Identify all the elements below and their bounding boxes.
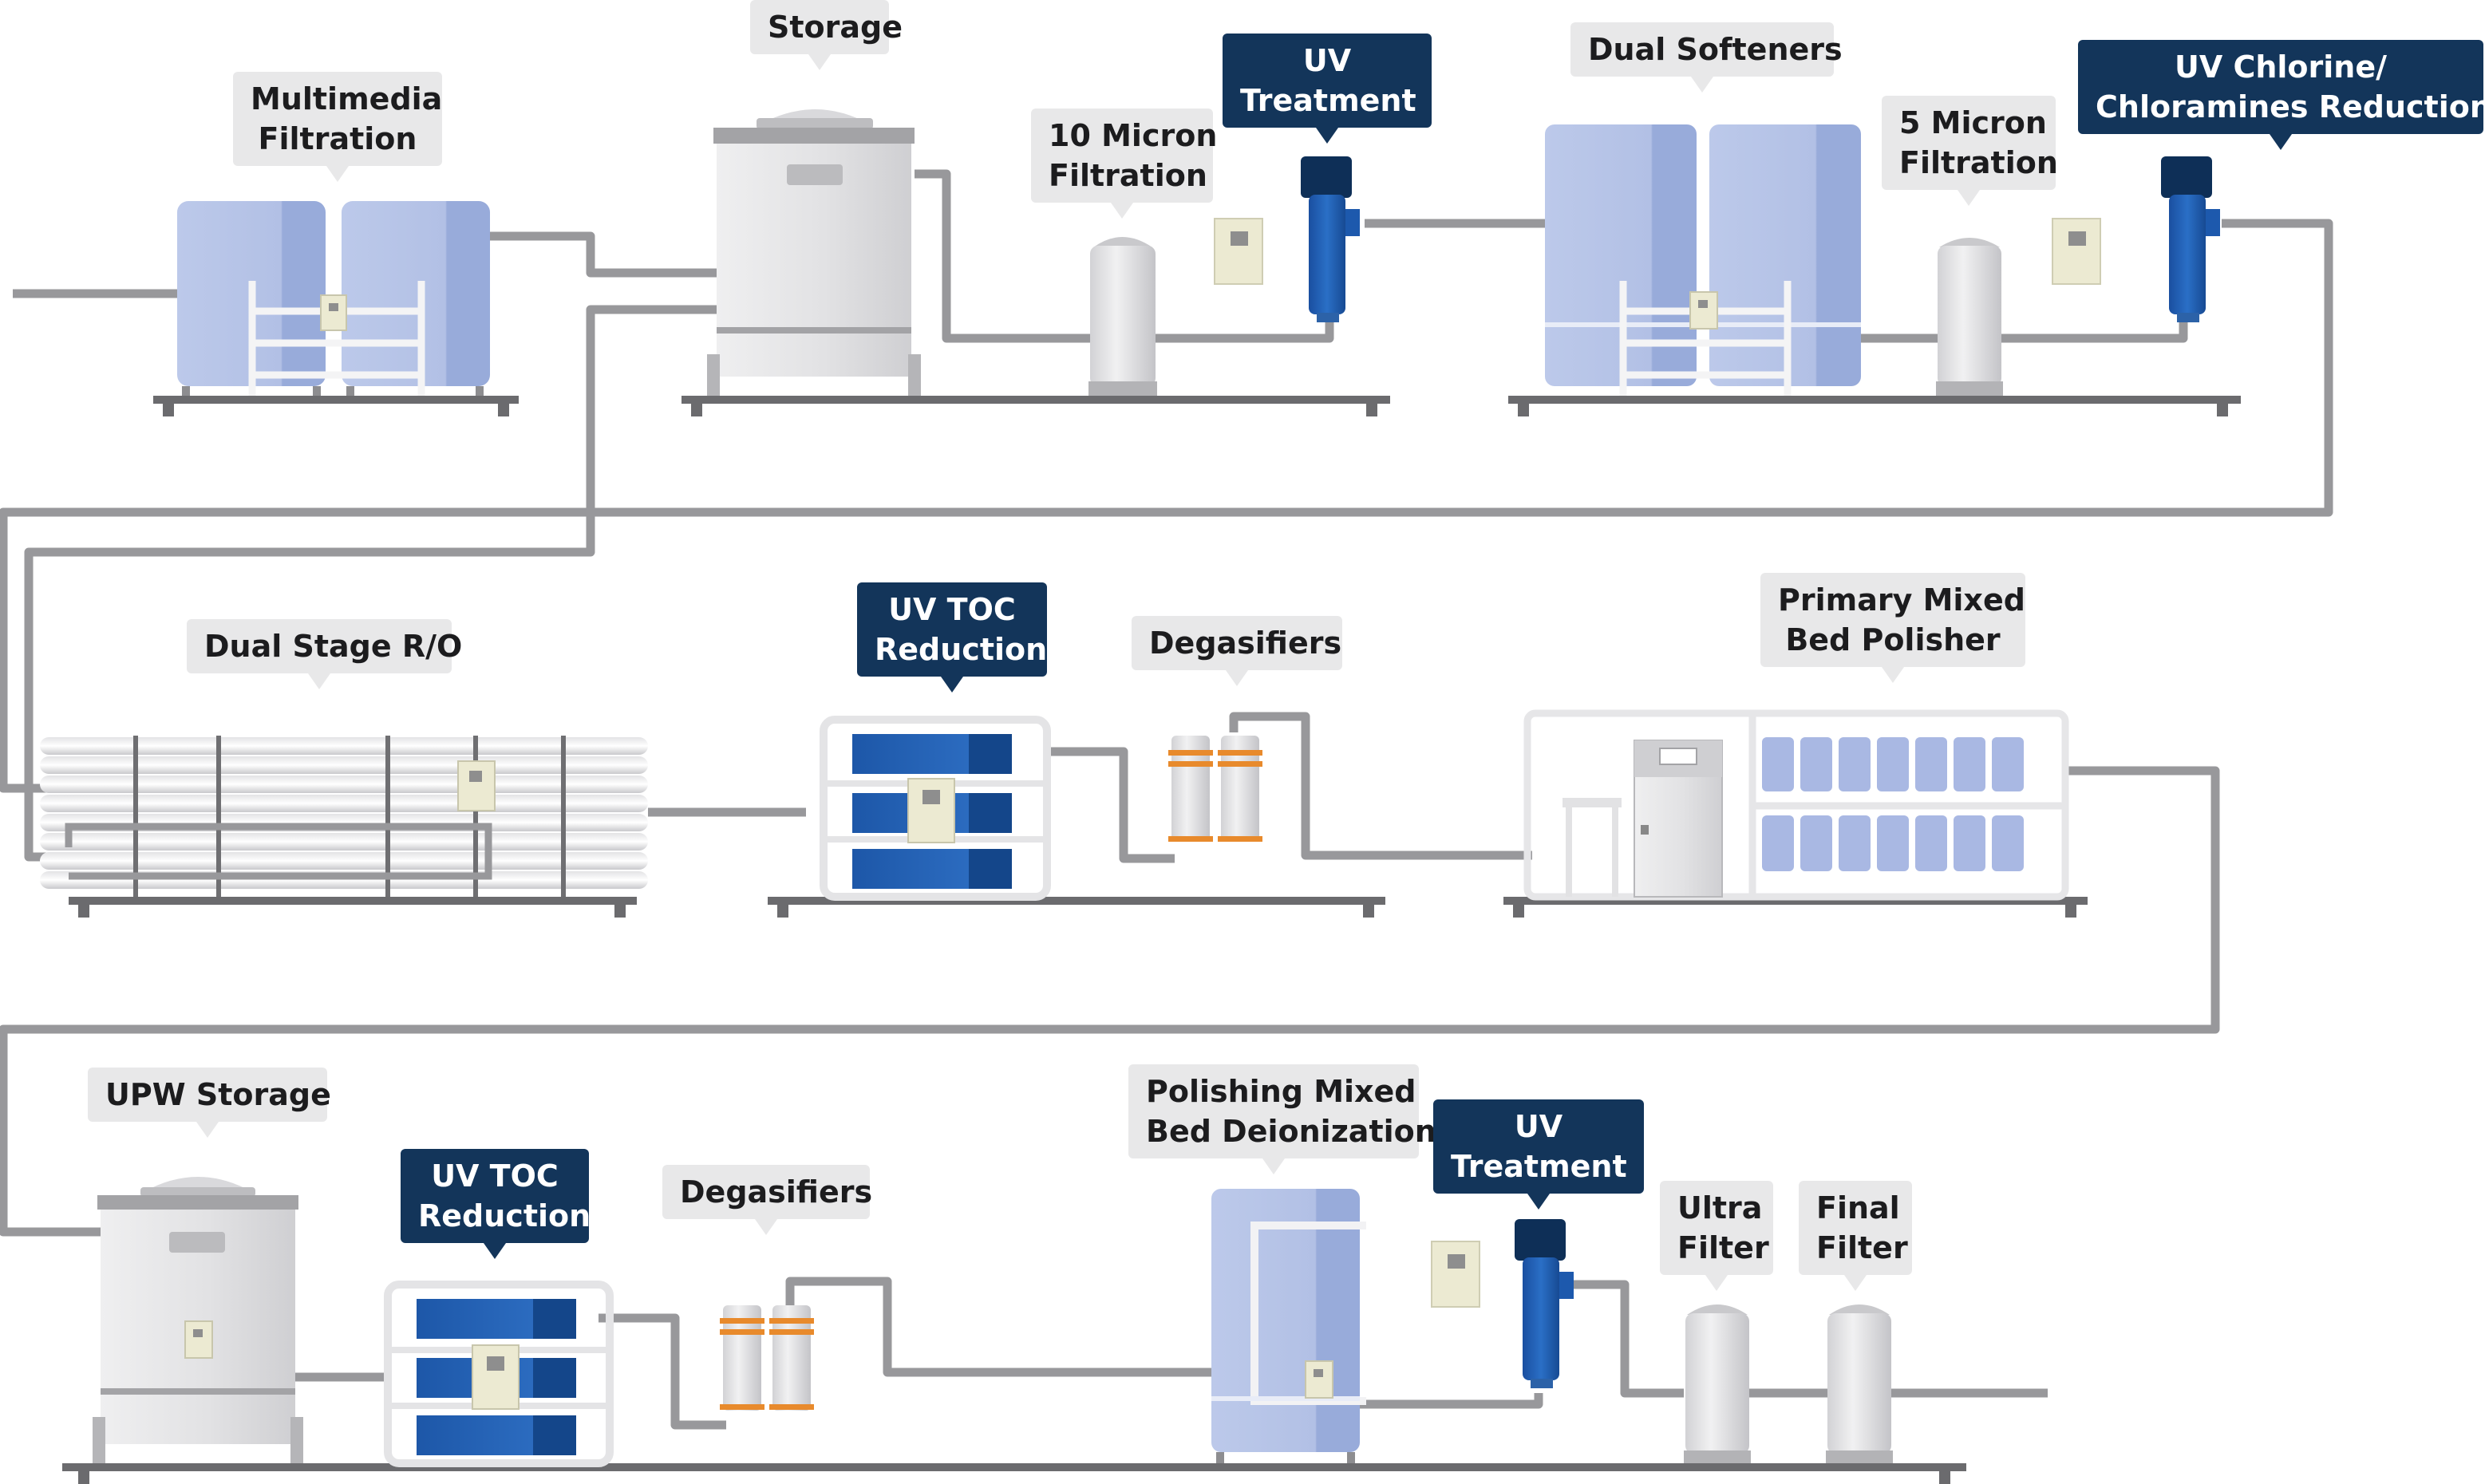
final-filter-unit — [1826, 1304, 1893, 1463]
pipe-degas2-to-polishing — [785, 1277, 1213, 1377]
pipe-uvchlorine-to-ro — [0, 219, 2333, 793]
polishing-mixed-bed-unit — [1211, 1189, 1366, 1463]
control-panel — [907, 778, 955, 843]
upw-storage-tank — [93, 1177, 303, 1463]
dual-softeners-unit — [1545, 124, 1861, 396]
pipe-storage-to-micron10 — [915, 169, 1101, 343]
pipe-micron10-to-uv — [1149, 319, 1334, 343]
pipe-uvtoc2-to-degas2 — [599, 1313, 726, 1430]
label-dual-stage-ro: Dual Stage R/O — [187, 619, 462, 689]
label-degasifiers-1: Degasifiers — [1132, 616, 1342, 686]
pipe-uv2-to-ultra — [1574, 1280, 1684, 1398]
pipe-micron5-to-uvchlorine — [1998, 319, 2188, 343]
uv-treatment-unit-1 — [1301, 156, 1360, 322]
skid-rails — [62, 396, 2241, 1484]
pipe-storage-return — [24, 305, 718, 862]
dual-stage-ro-unit — [40, 736, 648, 897]
micron5-filter — [1936, 238, 2003, 396]
pipe-polishing-to-uv2 — [1357, 1393, 1543, 1409]
uv-toc-reduction-unit-1 — [820, 716, 1051, 901]
degasifiers-unit-2 — [720, 1305, 814, 1411]
control-panel — [184, 1320, 213, 1359]
uv-toc-reduction-unit-2 — [384, 1281, 614, 1467]
label-storage: Storage — [750, 0, 903, 70]
control-panel — [457, 760, 496, 811]
control-panel — [1689, 291, 1718, 330]
control-panel — [1305, 1360, 1333, 1399]
control-panel — [1214, 218, 1263, 285]
uv-chlorine-unit — [2161, 156, 2220, 322]
multimedia-filtration-unit — [177, 201, 490, 396]
storage-tank — [707, 109, 921, 396]
label-uv-chlorine-chloramines-reduction: UV Chlorine/Chloramines Reduction — [2078, 40, 2485, 150]
primary-mixed-bed-polisher-unit — [1523, 709, 2069, 901]
label-upw-storage: UPW Storage — [88, 1068, 331, 1138]
control-panel — [472, 1344, 520, 1410]
ultra-filter-unit — [1684, 1304, 1751, 1463]
label-degasifiers-2: Degasifiers — [662, 1165, 872, 1235]
pipe-primary-to-upw — [0, 766, 2220, 1237]
pipe-degas1-to-primary — [1229, 712, 1532, 860]
control-panel — [1431, 1241, 1480, 1308]
pipe-network — [0, 169, 2333, 1430]
micron10-filter — [1088, 237, 1157, 396]
label-dual-softeners: Dual Softeners — [1570, 22, 1843, 93]
degasifiers-unit-1 — [1168, 736, 1262, 842]
pipe-uvtoc1-to-degas1 — [1047, 747, 1175, 863]
control-panel — [320, 294, 347, 331]
control-panel — [2052, 218, 2101, 285]
pipe-multimedia-to-storage — [490, 231, 718, 278]
uv-treatment-unit-2 — [1515, 1219, 1574, 1388]
